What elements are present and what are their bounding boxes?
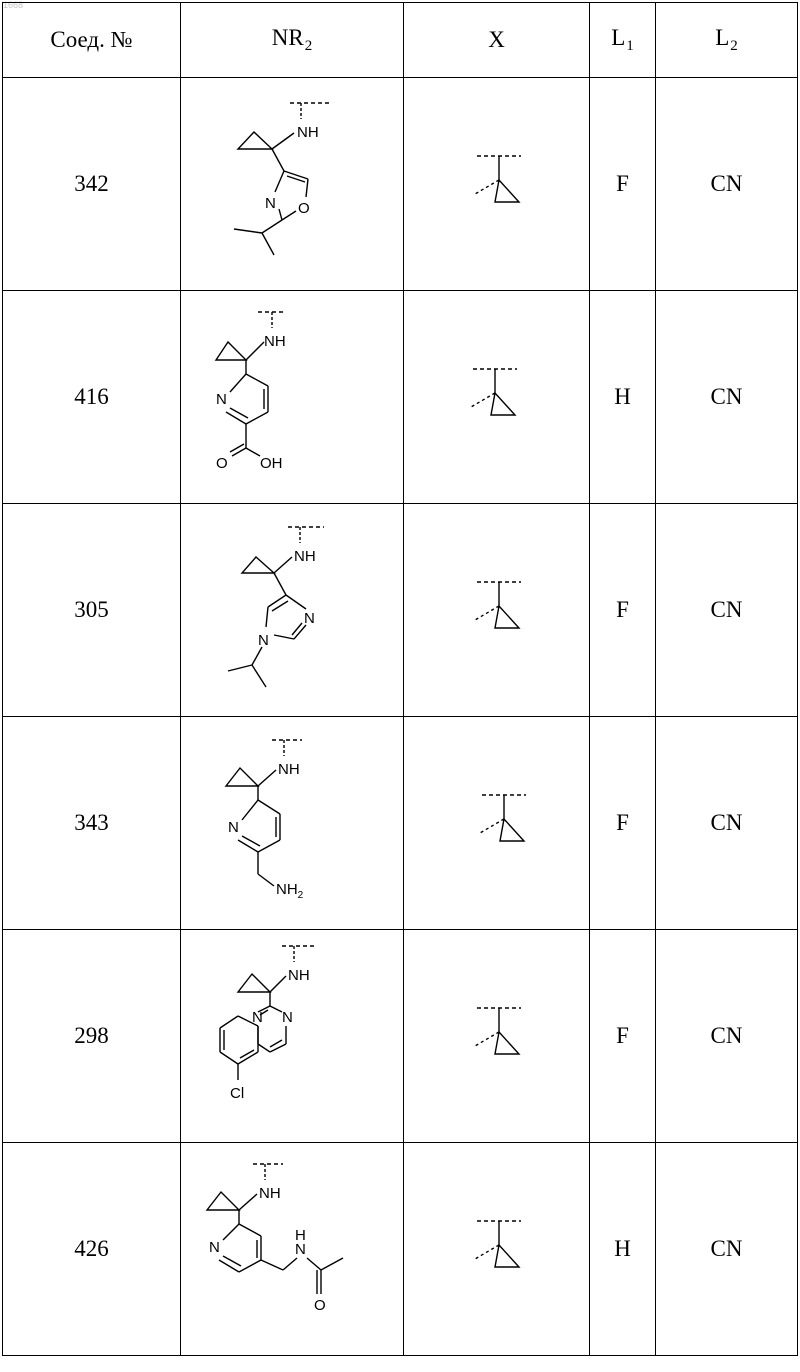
nr2-structure-305: NH N N bbox=[202, 515, 382, 705]
l1-value: F bbox=[590, 717, 656, 930]
l1-value: F bbox=[590, 78, 656, 291]
compound-number: 342 bbox=[3, 78, 181, 291]
x-structure-cell bbox=[404, 1143, 590, 1356]
atom-nh2: NH2 bbox=[276, 881, 304, 901]
atom-o: O bbox=[216, 455, 228, 472]
atom-cl: Cl bbox=[230, 1085, 244, 1102]
x-structure-cell bbox=[404, 78, 590, 291]
nr2-structure-343: NH N NH2 bbox=[202, 728, 382, 918]
header-nr2: NR2 bbox=[181, 3, 404, 78]
table-row: 416 NH N bbox=[3, 291, 798, 504]
compound-number: 426 bbox=[3, 1143, 181, 1356]
l1-value: F bbox=[590, 504, 656, 717]
x-structure-cell bbox=[404, 291, 590, 504]
atom-n: N bbox=[209, 1239, 220, 1256]
nr2-structure-426: NH N H N bbox=[197, 1154, 387, 1344]
x-cyclopropyl-structure bbox=[442, 783, 552, 863]
x-structure-cell bbox=[404, 717, 590, 930]
table-row: 343 NH N bbox=[3, 717, 798, 930]
l2-value: CN bbox=[656, 717, 798, 930]
atom-n-amide: N bbox=[295, 1241, 306, 1258]
atom-nh: NH bbox=[278, 761, 300, 778]
l2-value: CN bbox=[656, 504, 798, 717]
header-compound-no: Соед. № bbox=[3, 3, 181, 78]
nr2-structure-416: NH N O OH bbox=[202, 302, 382, 492]
l2-value: CN bbox=[656, 78, 798, 291]
atom-n1: N bbox=[258, 632, 269, 649]
l2-value: CN bbox=[656, 930, 798, 1143]
compound-number: 298 bbox=[3, 930, 181, 1143]
l1-value: H bbox=[590, 291, 656, 504]
nr2-structure-cell: NH N N bbox=[181, 930, 404, 1143]
atom-n: N bbox=[216, 391, 227, 408]
nr2-structure-cell: NH N N bbox=[181, 504, 404, 717]
x-cyclopropyl-structure bbox=[447, 357, 547, 437]
atom-n2: N bbox=[282, 1009, 293, 1026]
x-cyclopropyl-structure bbox=[447, 1209, 547, 1289]
atom-n: N bbox=[265, 195, 276, 212]
x-cyclopropyl-structure bbox=[447, 570, 547, 650]
atom-n2: N bbox=[304, 610, 315, 627]
l2-value: CN bbox=[656, 1143, 798, 1356]
atom-oh: OH bbox=[260, 455, 283, 472]
atom-o: O bbox=[314, 1297, 326, 1314]
table-row: 342 NH N O bbox=[3, 78, 798, 291]
x-cyclopropyl-structure bbox=[447, 996, 547, 1076]
nr2-structure-342: NH N O bbox=[202, 89, 382, 279]
table-row: 298 NH N N bbox=[3, 930, 798, 1143]
table-row: 305 NH N N bbox=[3, 504, 798, 717]
atom-nh: NH bbox=[259, 1185, 281, 1202]
atom-nh: NH bbox=[288, 967, 310, 984]
header-l1: L1 bbox=[590, 3, 656, 78]
nr2-structure-298: NH N N bbox=[202, 936, 382, 1136]
atom-nh: NH bbox=[294, 548, 316, 565]
x-structure-cell bbox=[404, 930, 590, 1143]
atom-nh: NH bbox=[297, 124, 319, 141]
nr2-structure-cell: NH N O bbox=[181, 78, 404, 291]
atom-nh: NH bbox=[264, 333, 286, 350]
x-structure-cell bbox=[404, 504, 590, 717]
atom-o: O bbox=[298, 200, 310, 217]
nr2-structure-cell: NH N NH2 bbox=[181, 717, 404, 930]
nr2-structure-cell: NH N H N bbox=[181, 1143, 404, 1356]
compound-number: 305 bbox=[3, 504, 181, 717]
header-x: X bbox=[404, 3, 590, 78]
x-cyclopropyl-structure bbox=[447, 144, 547, 224]
l2-value: CN bbox=[656, 291, 798, 504]
header-l2: L2 bbox=[656, 3, 798, 78]
l1-value: H bbox=[590, 1143, 656, 1356]
nr2-structure-cell: NH N O OH bbox=[181, 291, 404, 504]
l1-value: F bbox=[590, 930, 656, 1143]
compound-number: 343 bbox=[3, 717, 181, 930]
compound-number: 416 bbox=[3, 291, 181, 504]
table-header-row: Соед. № NR2 X L1 L2 bbox=[3, 3, 798, 78]
table-row: 426 NH N bbox=[3, 1143, 798, 1356]
atom-n: N bbox=[228, 819, 239, 836]
